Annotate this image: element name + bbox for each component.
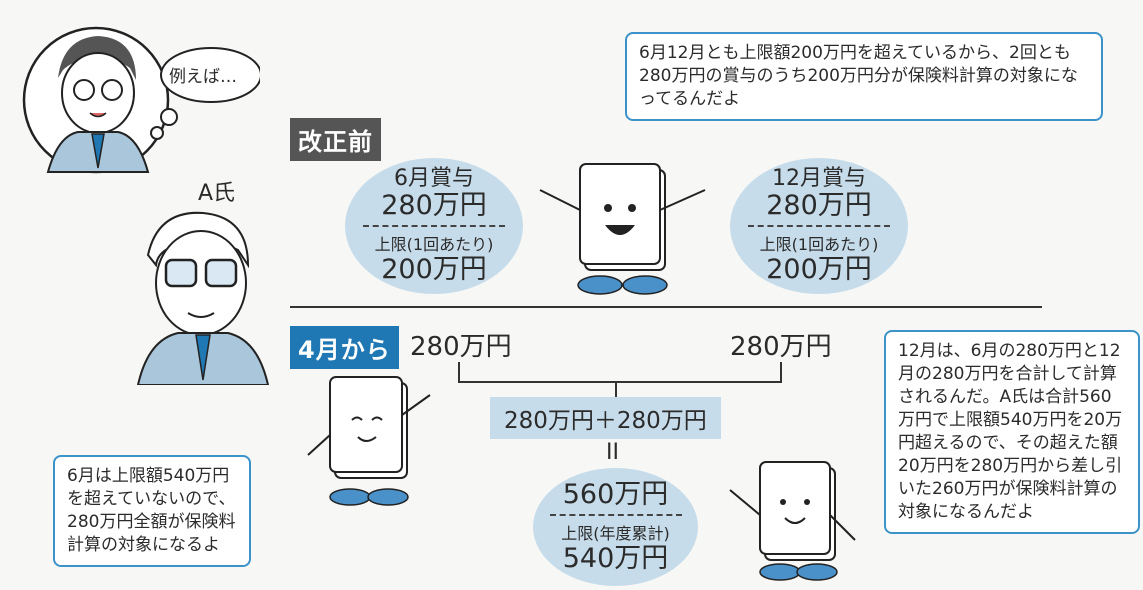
thought-bubble: 例えば… — [155, 45, 260, 107]
june-bonus-ellipse: 6月賞与 280万円 上限(1回あたり) 200万円 — [345, 158, 523, 294]
december-explanation-text: 12月は、6月の280万円と12月の280万円を合計して計算されるんだ。A氏は合… — [898, 341, 1123, 522]
june-explanation-bubble: 6月は上限額540万円を超えていないので、280万円全額が保険料計算の対象になる… — [53, 455, 251, 567]
june-bonus-amount: 280万円 — [381, 190, 487, 222]
annual-limit: 540万円 — [562, 543, 669, 574]
ellipse-divider — [549, 514, 682, 516]
december-limit-label: 上限(1回あたり) — [759, 235, 879, 255]
equals-sign: II — [606, 440, 619, 465]
person-label: A氏 — [198, 181, 236, 206]
before-explanation-text: 6月12月とも上限額200万円を超えているから、2回とも280万円の賞与のうち2… — [639, 43, 1078, 109]
december-bonus-amount: 280万円 — [766, 190, 872, 222]
annual-limit-label: 上限(年度累計) — [561, 524, 670, 543]
june-limit-label: 上限(1回あたり) — [374, 235, 494, 255]
thought-dot — [160, 108, 178, 126]
thinking-person-illustration — [18, 8, 178, 178]
before-label: 改正前 — [290, 118, 381, 161]
ellipse-divider — [747, 225, 891, 228]
bracket-connector — [458, 362, 460, 382]
person-a-illustration — [108, 195, 288, 386]
annual-total-ellipse: 560万円 上限(年度累計) 540万円 — [533, 468, 698, 586]
june-bonus-title: 6月賞与 — [394, 166, 474, 192]
document-character-illustration — [715, 460, 875, 586]
section-divider — [290, 306, 1042, 308]
june-limit: 200万円 — [381, 254, 487, 286]
before-explanation-bubble: 6月12月とも上限額200万円を超えているから、2回とも280万円の賞与のうち2… — [625, 32, 1103, 121]
december-amount: 280万円 — [730, 332, 832, 362]
december-bonus-ellipse: 12月賞与 280万円 上限(1回あたり) 200万円 — [730, 158, 908, 294]
bracket-connector — [780, 362, 782, 382]
annual-total: 560万円 — [562, 479, 669, 511]
after-label: 4月から — [290, 326, 399, 369]
ellipse-divider — [362, 225, 506, 228]
thought-dot — [150, 126, 164, 140]
december-bonus-title: 12月賞与 — [772, 166, 866, 192]
thought-bubble-text: 例えば… — [169, 67, 237, 87]
december-explanation-bubble: 12月は、6月の280万円と12月の280万円を合計して計算されるんだ。A氏は合… — [884, 330, 1140, 534]
sum-box: 280万円＋280万円 — [490, 397, 721, 439]
bracket-connector — [615, 381, 617, 397]
document-character-illustration — [300, 375, 450, 515]
june-explanation-text: 6月は上限額540万円を超えていないので、280万円全額が保険料計算の対象になる… — [67, 466, 236, 555]
december-limit: 200万円 — [766, 254, 872, 286]
june-amount: 280万円 — [410, 332, 512, 362]
document-character-illustration — [520, 150, 730, 300]
bracket-connector — [458, 381, 782, 383]
